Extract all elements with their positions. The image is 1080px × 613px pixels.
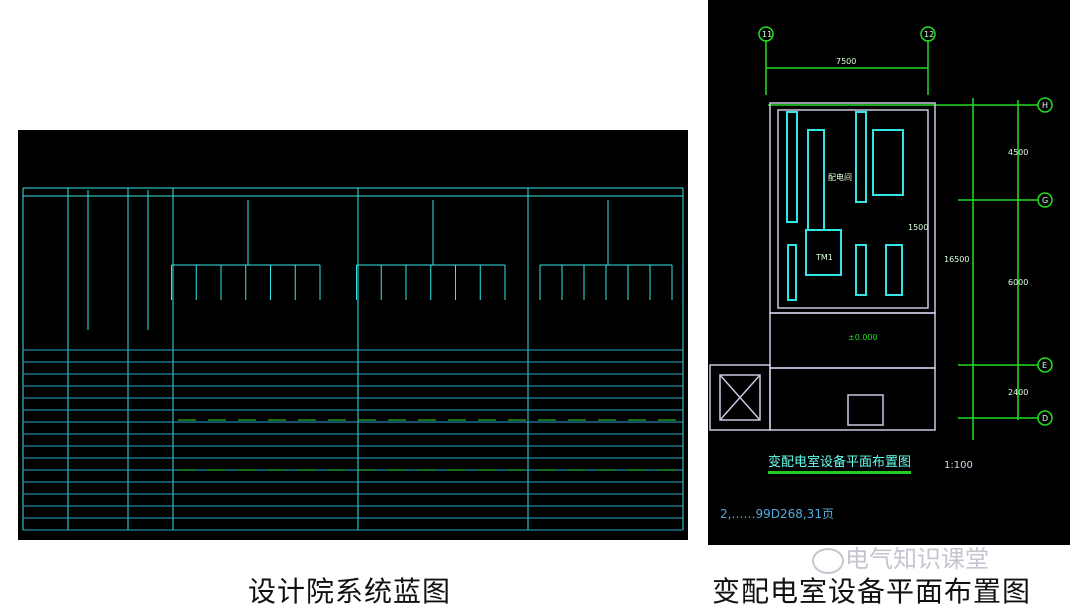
floor-plan-drawing: 11 12 H G E D 7500 4500 6000 2400 16500 … [708, 0, 1070, 545]
floor-plan-title: 变配电室设备平面布置图 [768, 455, 912, 474]
walls [709, 102, 936, 431]
wechat-icon [812, 548, 844, 574]
floor-plan-svg: 11 12 H G E D 7500 4500 6000 2400 16500 … [709, 26, 1053, 440]
transformer-label: TM1 [815, 253, 833, 262]
dim-right-2: 6000 [1008, 278, 1028, 287]
watermark: 电气知识课堂 [845, 545, 989, 573]
dim-right-1: 4500 [1008, 148, 1028, 157]
axis-label-g: G [1042, 196, 1048, 205]
floor-plan-note: 2,……99D268,31页 [720, 507, 834, 521]
dim-inner: 1500 [908, 223, 928, 232]
floor-plan-scale: 1:100 [944, 460, 973, 471]
elevation-label: ±0.000 [848, 333, 878, 342]
room-label: 配电间 [828, 172, 852, 182]
axis-label-e: E [1042, 361, 1047, 370]
system-blueprint-drawing [18, 130, 688, 540]
axis-label-11: 11 [762, 30, 772, 39]
equipment [786, 111, 904, 301]
dim-top: 7500 [836, 57, 856, 66]
dim-right-3: 2400 [1008, 388, 1028, 397]
dim-total: 16500 [944, 255, 969, 264]
axis-label-12: 12 [924, 30, 934, 39]
axis-label-h: H [1042, 101, 1048, 110]
axis-label-d: D [1042, 414, 1048, 423]
system-diagram-svg [22, 187, 684, 531]
caption-system-blueprint: 设计院系统蓝图 [248, 575, 452, 608]
caption-floor-plan: 变配电室设备平面布置图 [712, 575, 1032, 608]
axis-grid [758, 26, 1053, 440]
